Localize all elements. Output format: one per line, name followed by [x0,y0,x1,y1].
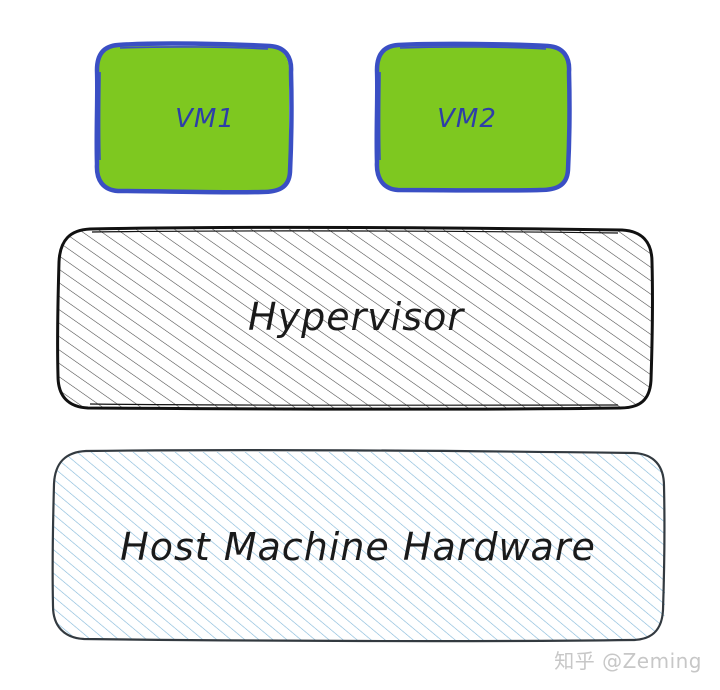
host-hardware-box: Host Machine Hardware [51,449,666,643]
vm2-label: VM2 [437,104,497,134]
hypervisor-label: Hypervisor [248,295,465,339]
watermark: 知乎 @Zeming [554,649,702,673]
hypervisor-box: Hypervisor [56,225,654,411]
host-hardware-label: Host Machine Hardware [120,525,596,569]
vm1-box: VM1 [94,41,294,195]
vm2-box: VM2 [374,41,572,193]
vm1-label: VM1 [175,104,235,134]
